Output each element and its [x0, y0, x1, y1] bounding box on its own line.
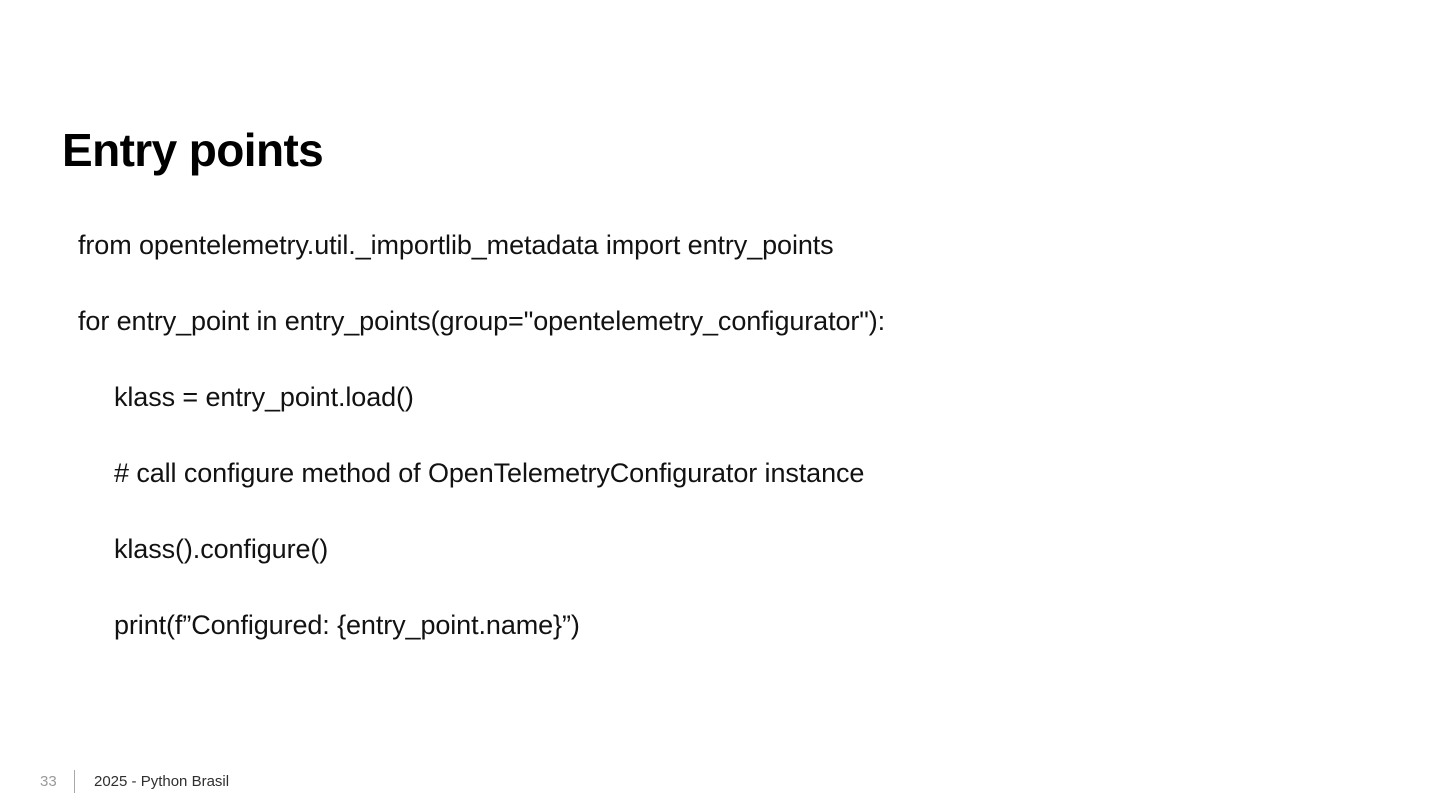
code-line: klass().configure()	[114, 534, 329, 564]
code-line: from opentelemetry.util._importlib_metad…	[78, 230, 834, 260]
code-line: klass = entry_point.load()	[114, 382, 414, 412]
code-block: from opentelemetry.util._importlib_metad…	[78, 232, 1358, 639]
footer-divider	[74, 769, 75, 793]
page-number: 33	[40, 772, 57, 790]
footer: 33 2025 - Python Brasil	[40, 769, 229, 793]
code-line: print(f”Configured: {entry_point.name}”)	[114, 610, 580, 640]
footer-event-label: 2025 - Python Brasil	[94, 772, 230, 790]
code-line-comment: # call configure method of OpenTelemetry…	[114, 458, 865, 488]
code-line: for entry_point in entry_points(group="o…	[78, 306, 886, 336]
page-title: Entry points	[62, 123, 324, 176]
